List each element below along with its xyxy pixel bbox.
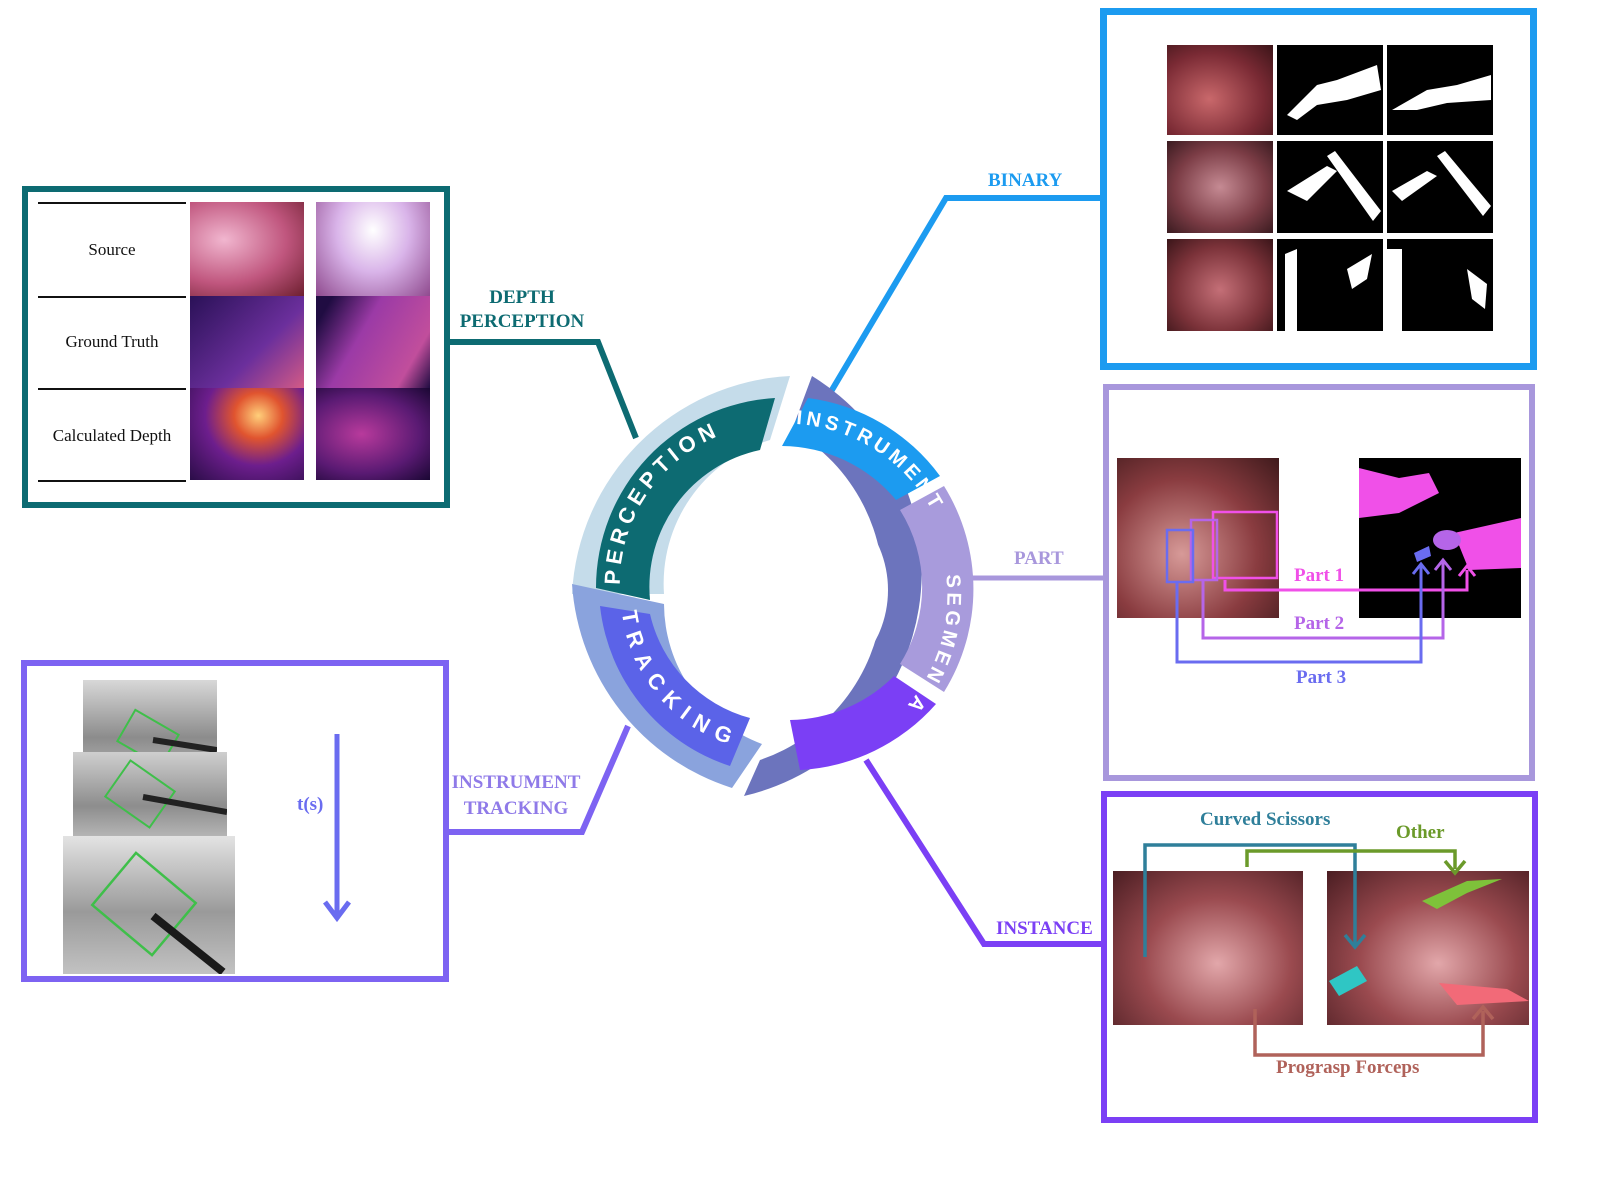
segmentation-tail-band — [790, 676, 936, 770]
binary-mask-2b — [1387, 141, 1493, 233]
binary-mask-1a — [1277, 45, 1383, 135]
ring-hole — [672, 482, 888, 698]
part-3-label: Part 3 — [1296, 667, 1347, 688]
instance-mask-image — [1327, 871, 1529, 1025]
calculated-depth-image-2 — [316, 388, 430, 480]
binary-segmentation-panel — [1100, 8, 1537, 370]
part-1-label: Part 1 — [1294, 565, 1345, 586]
tracking-frame-3 — [63, 836, 235, 974]
time-axis-label: t(s) — [297, 794, 324, 815]
tracking-connector — [449, 724, 631, 835]
tracking-band — [600, 606, 750, 766]
binary-mask-3b — [1387, 239, 1493, 331]
segmentation-band — [900, 486, 974, 692]
calculated-depth-image-1 — [190, 388, 304, 480]
binary-mask-2a — [1277, 141, 1383, 233]
binary-source-3 — [1167, 239, 1273, 331]
ground-truth-image-2 — [316, 296, 430, 388]
part-segmentation-panel — [1103, 384, 1535, 781]
instrument-band — [782, 398, 940, 500]
row-label-ground-truth: Ground Truth — [65, 332, 159, 351]
perception-band — [595, 398, 775, 600]
binary-connector — [823, 195, 1100, 402]
curved-scissors-label: Curved Scissors — [1200, 809, 1331, 830]
depth-perception-panel: Source Ground Truth Calculated Depth — [22, 186, 450, 508]
depth-heading-line2: PERCEPTION — [459, 311, 585, 332]
instance-connector — [863, 758, 1101, 947]
binary-source-1 — [1167, 45, 1273, 135]
prograsp-forceps-label: Prograsp Forceps — [1276, 1057, 1420, 1078]
part-heading: PART — [1014, 548, 1064, 569]
depth-heading-line1: DEPTH — [489, 287, 555, 308]
ground-truth-image-1 — [190, 296, 304, 388]
binary-mask-1b — [1387, 45, 1493, 135]
binary-source-2 — [1167, 141, 1273, 233]
source-image-2 — [316, 202, 430, 296]
source-image-1 — [190, 202, 304, 296]
depth-connector — [450, 339, 639, 440]
row-label-source: Source — [88, 240, 136, 259]
instrument-tracking-panel: t(s) — [21, 660, 449, 982]
tracking-heading-line1: INSTRUMENT — [451, 772, 581, 793]
part-arrows — [1165, 510, 1477, 664]
time-arrow — [323, 734, 351, 923]
instance-heading: INSTANCE — [996, 918, 1093, 939]
instance-arrows — [1143, 843, 1495, 1057]
tracking-heading-line2: TRACKING — [463, 798, 569, 819]
row-label-calculated-depth: Calculated Depth — [52, 426, 172, 445]
binary-heading: BINARY — [988, 170, 1063, 191]
instance-segmentation-panel — [1101, 791, 1538, 1123]
part-2-label: Part 2 — [1294, 613, 1345, 634]
binary-mask-3a — [1277, 239, 1383, 331]
tracking-frame-2 — [73, 752, 227, 842]
other-label: Other — [1396, 822, 1445, 843]
